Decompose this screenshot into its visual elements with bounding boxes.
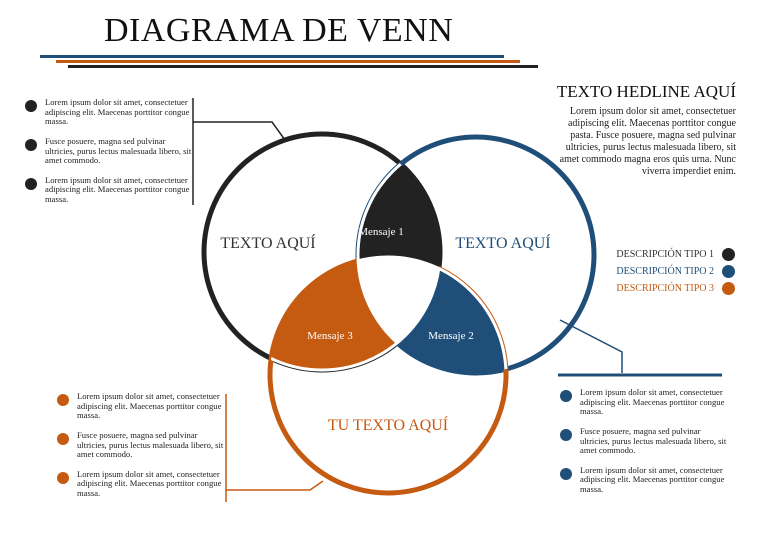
bullet-text: Lorem ipsum dolor sit amet, consectetuer… xyxy=(580,387,725,417)
bullet-dot-icon xyxy=(560,467,572,480)
headline-body: Lorem ipsum dolor sit amet, consectetuer… xyxy=(559,106,736,177)
page-title: DIAGRAMA DE VENN xyxy=(104,12,454,49)
list-item: Fusce posuere, magna sed pulvinar ultric… xyxy=(560,425,730,456)
bullet-dot-icon xyxy=(57,432,69,445)
legend-dot-icon xyxy=(722,265,735,278)
message-2-label: Mensaje 2 xyxy=(428,330,474,342)
legend-item-type-3: DESCRIPCIÓN TIPO 3 xyxy=(616,280,735,297)
bullet-dot-icon xyxy=(25,100,37,112)
segment-separator xyxy=(356,135,440,370)
legend-item-type-1: DESCRIPCIÓN TIPO 1 xyxy=(616,246,735,263)
list-item: Lorem ipsum dolor sit amet, consectetuer… xyxy=(57,468,227,499)
bullet-dot-icon xyxy=(560,390,572,402)
intersection-right-bottom xyxy=(358,257,506,373)
bullet-text: Lorem ipsum dolor sit amet, consectetuer… xyxy=(77,468,222,498)
bullet-text: Fusce posuere, magna sed pulvinar ultric… xyxy=(77,429,224,460)
legend-item-type-2: DESCRIPCIÓN TIPO 2 xyxy=(616,263,735,280)
list-item: Lorem ipsum dolor sit amet, consectetuer… xyxy=(25,174,195,205)
list-item: Fusce posuere, magna sed pulvinar ultric… xyxy=(57,429,227,460)
message-3-label: Mensaje 3 xyxy=(307,330,353,342)
top-left-bullet-list: Lorem ipsum dolor sit amet, consectetuer… xyxy=(25,97,195,215)
bullet-dot-icon xyxy=(560,428,572,441)
bullet-text: Lorem ipsum dolor sit amet, consectetuer… xyxy=(45,174,190,204)
bullet-dot-icon xyxy=(25,177,37,190)
title-underline-orange xyxy=(56,60,520,63)
list-item: Fusce posuere, magna sed pulvinar ultric… xyxy=(25,135,195,166)
legend-label: DESCRIPCIÓN TIPO 2 xyxy=(616,266,714,277)
title-underline-blue xyxy=(40,55,504,58)
bullet-text: Fusce posuere, magna sed pulvinar ultric… xyxy=(580,425,727,456)
connector-top-left-elbow xyxy=(193,121,286,141)
message-1-label: Mensaje 1 xyxy=(358,226,404,238)
bullet-dot-icon xyxy=(25,138,37,151)
legend: DESCRIPCIÓN TIPO 1 DESCRIPCIÓN TIPO 2 DE… xyxy=(616,246,735,297)
bullet-text: Fusce posuere, magna sed pulvinar ultric… xyxy=(45,135,192,166)
list-item: Lorem ipsum dolor sit amet, consectetuer… xyxy=(560,464,730,495)
headline: TEXTO HEDLINE AQUÍ xyxy=(556,82,736,101)
circle-right-label: TEXTO AQUÍ xyxy=(455,233,550,252)
intersection-left-bottom xyxy=(270,257,440,370)
bullet-dot-icon xyxy=(57,471,69,484)
bottom-right-bullet-list: Lorem ipsum dolor sit amet, consectetuer… xyxy=(560,387,730,505)
legend-dot-icon xyxy=(722,248,735,261)
legend-dot-icon xyxy=(722,282,735,295)
legend-label: DESCRIPCIÓN TIPO 3 xyxy=(616,283,714,294)
title-underline-black xyxy=(68,65,538,68)
circle-left-label: TEXTO AQUÍ xyxy=(220,233,315,252)
list-item: Lorem ipsum dolor sit amet, consectetuer… xyxy=(560,387,730,417)
circle-bottom-label: TU TEXTO AQUÍ xyxy=(328,415,448,434)
segment-separator xyxy=(270,257,442,372)
connector-bottom-right xyxy=(559,319,623,373)
legend-label: DESCRIPCIÓN TIPO 1 xyxy=(616,249,714,260)
connector-bottom-left-elbow xyxy=(226,480,324,491)
bullet-text: Lorem ipsum dolor sit amet, consectetuer… xyxy=(77,391,222,421)
list-item: Lorem ipsum dolor sit amet, consectetuer… xyxy=(57,391,227,421)
list-item: Lorem ipsum dolor sit amet, consectetuer… xyxy=(25,97,195,127)
bullet-text: Lorem ipsum dolor sit amet, consectetuer… xyxy=(580,464,725,494)
bullet-dot-icon xyxy=(57,394,69,406)
segment-separator xyxy=(358,255,508,373)
bullet-text: Lorem ipsum dolor sit amet, consectetuer… xyxy=(45,97,190,127)
bottom-left-bullet-list: Lorem ipsum dolor sit amet, consectetuer… xyxy=(57,391,227,509)
